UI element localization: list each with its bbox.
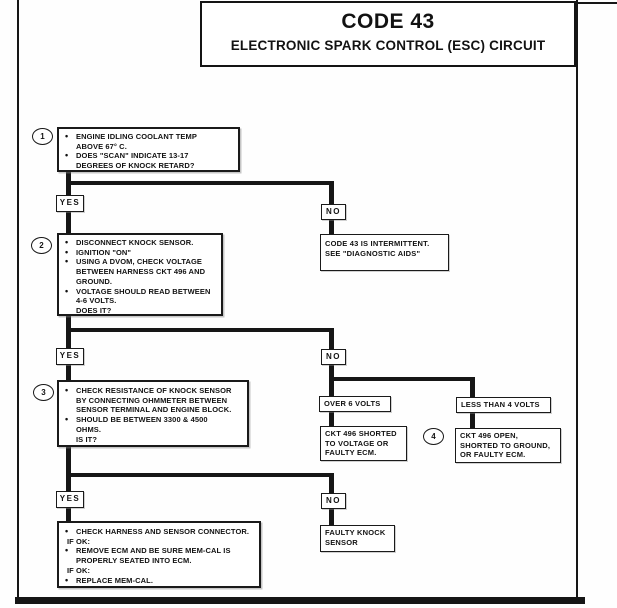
connector-line xyxy=(329,377,475,381)
step1-bullet-2: DOES "SCAN" INDICATE 13-17 DEGREES OF KN… xyxy=(63,151,235,170)
no-label-1: NO xyxy=(321,204,346,220)
yes-label-2: YES xyxy=(56,348,84,365)
step3-bullet-1: CHECK RESISTANCE OF KNOCK SENSOR BY CONN… xyxy=(63,386,244,415)
page-top-right-line xyxy=(578,2,617,4)
step2-bullet-4: VOLTAGE SHOULD READ BETWEEN 4-6 VOLTS. D… xyxy=(63,287,218,316)
connector-line xyxy=(470,412,475,429)
bullet-icon xyxy=(63,287,76,297)
step1-box: ENGINE IDLING COOLANT TEMP ABOVE 67° C. … xyxy=(57,127,240,172)
less-than-4-volts-label: LESS THAN 4 VOLTS xyxy=(456,397,551,413)
connector-line xyxy=(66,210,71,234)
step2-bullet-1: DISCONNECT KNOCK SENSOR. xyxy=(63,238,218,248)
step3-bullet-2: SHOULD BE BETWEEN 3300 & 4500 OHMS. IS I… xyxy=(63,415,244,444)
final-instructions-box: CHECK HARNESS AND SENSOR CONNECTOR. IF O… xyxy=(57,521,261,588)
final-item-4-text: IF OK: xyxy=(67,565,91,575)
connector-line xyxy=(66,506,71,523)
step2-bullet-3-text: USING A DVOM, CHECK VOLTAGE BETWEEN HARN… xyxy=(76,257,206,286)
connector-line xyxy=(329,411,334,427)
connector-line xyxy=(329,219,334,235)
page-bottom-bar xyxy=(15,597,585,604)
step1-bullet-1-text: ENGINE IDLING COOLANT TEMP ABOVE 67° C. xyxy=(76,132,197,151)
step3-box: CHECK RESISTANCE OF KNOCK SENSOR BY CONN… xyxy=(57,380,249,447)
step1-bullet-1: ENGINE IDLING COOLANT TEMP ABOVE 67° C. xyxy=(63,132,235,151)
final-item-5-text: REPLACE MEM-CAL. xyxy=(76,575,154,585)
final-item-3-text: REMOVE ECM AND BE SURE MEM-CAL IS PROPER… xyxy=(76,546,231,566)
result-ckt-shorted-box: CKT 496 SHORTED TO VOLTAGE OR FAULTY ECM… xyxy=(320,426,407,461)
connector-line xyxy=(329,507,334,526)
no-label-3: NO xyxy=(321,493,346,509)
yes-label-1: YES xyxy=(56,195,84,212)
step3-bullet-2-text: SHOULD BE BETWEEN 3300 & 4500 OHMS. IS I… xyxy=(76,415,208,444)
step2-number-circle: 2 xyxy=(31,237,52,254)
connector-line xyxy=(470,377,475,397)
connector-line xyxy=(66,181,334,185)
result-ckt-open-box: CKT 496 OPEN, SHORTED TO GROUND, OR FAUL… xyxy=(455,428,561,463)
step2-bullet-1-text: DISCONNECT KNOCK SENSOR. xyxy=(76,238,194,247)
connector-line xyxy=(329,181,334,205)
final-item-1: CHECK HARNESS AND SENSOR CONNECTOR. xyxy=(63,527,256,537)
bullet-icon xyxy=(63,132,76,142)
final-item-1-text: CHECK HARNESS AND SENSOR CONNECTOR. xyxy=(76,527,250,536)
final-item-4: IF OK: xyxy=(63,566,256,576)
no-label-2: NO xyxy=(321,349,346,365)
bullet-icon xyxy=(63,151,76,161)
connector-line xyxy=(66,328,334,332)
step3-number-circle: 3 xyxy=(33,384,54,401)
bullet-icon xyxy=(63,527,76,537)
page-left-border xyxy=(17,0,19,600)
connector-line xyxy=(66,363,71,380)
step2-bullet-2: IGNITION "ON" xyxy=(63,248,218,258)
bullet-icon xyxy=(63,546,76,556)
final-item-3: REMOVE ECM AND BE SURE MEM-CAL IS PROPER… xyxy=(63,546,256,565)
bullet-icon xyxy=(63,386,76,396)
page-title: CODE 43 xyxy=(341,10,435,33)
page-right-border xyxy=(576,0,578,599)
over-6-volts-label: OVER 6 VOLTS xyxy=(319,396,391,412)
final-item-5: REPLACE MEM-CAL. xyxy=(63,576,256,586)
bullet-icon xyxy=(63,257,76,267)
yes-label-3: YES xyxy=(56,491,84,508)
step2-bullet-4-text: VOLTAGE SHOULD READ BETWEEN 4-6 VOLTS. D… xyxy=(76,286,211,315)
step2-bullet-2-text: IGNITION "ON" xyxy=(76,247,132,257)
bullet-icon xyxy=(63,576,76,586)
final-item-2-text: IF OK: xyxy=(67,536,91,546)
final-item-2: IF OK: xyxy=(63,537,256,547)
result-intermittent-box: CODE 43 IS INTERMITTENT. SEE "DIAGNOSTIC… xyxy=(320,234,449,271)
connector-line xyxy=(66,473,334,477)
connector-line xyxy=(329,473,334,494)
connector-line xyxy=(66,446,71,493)
result-faulty-knock-sensor-box: FAULTY KNOCK SENSOR xyxy=(320,525,395,552)
connector-line xyxy=(329,328,334,350)
bullet-icon xyxy=(63,415,76,425)
title-box: CODE 43 ELECTRONIC SPARK CONTROL (ESC) C… xyxy=(200,1,576,67)
page-subtitle: ELECTRONIC SPARK CONTROL (ESC) CIRCUIT xyxy=(230,38,546,53)
step1-bullet-2-text: DOES "SCAN" INDICATE 13-17 DEGREES OF KN… xyxy=(76,151,195,171)
step2-box: DISCONNECT KNOCK SENSOR. IGNITION "ON" U… xyxy=(57,233,223,316)
step2-bullet-3: USING A DVOM, CHECK VOLTAGE BETWEEN HARN… xyxy=(63,257,218,286)
step3-bullet-1-text: CHECK RESISTANCE OF KNOCK SENSOR BY CONN… xyxy=(76,386,232,415)
step1-number-circle: 1 xyxy=(32,128,53,145)
step4-number-circle: 4 xyxy=(423,428,444,445)
